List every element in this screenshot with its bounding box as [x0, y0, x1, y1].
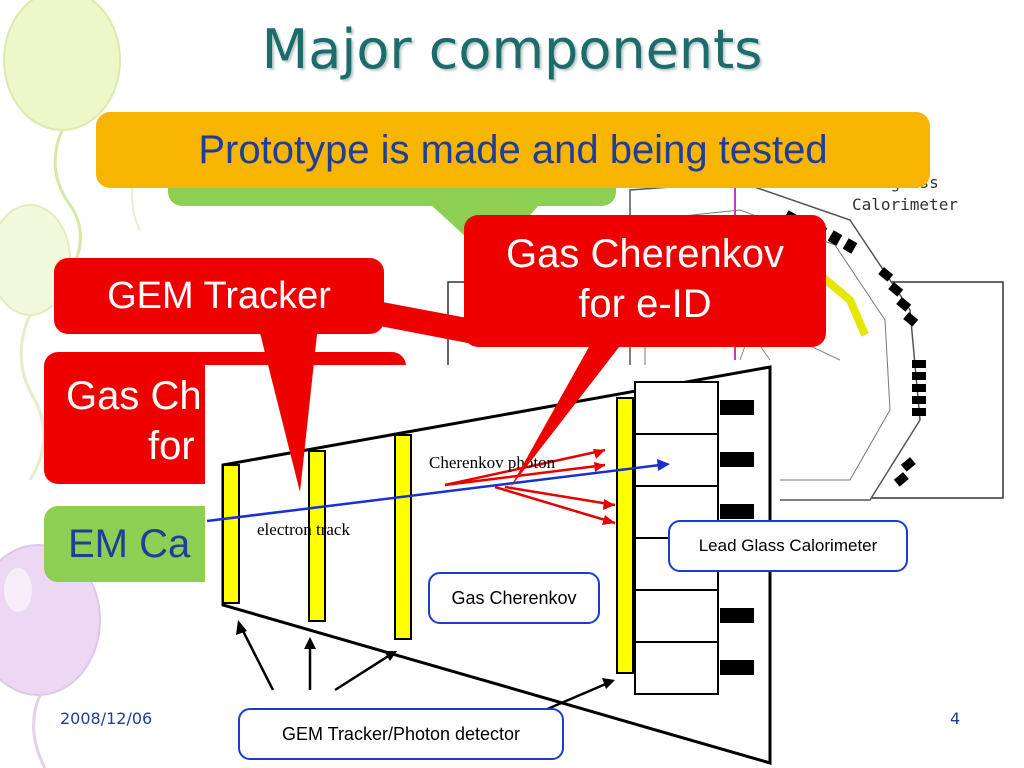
slide-page-number: 4 — [950, 709, 961, 728]
electron-track-line — [206, 463, 661, 523]
balloon-3-shine — [4, 568, 32, 612]
gem-tracker-pointer-a — [258, 325, 318, 492]
lead-glass-calorimeter-label: Lead Glass Calorimeter — [668, 520, 908, 572]
gem-plane-1 — [222, 464, 240, 604]
slide-date: 2008/12/06 — [60, 709, 153, 728]
photon-detector-plane — [616, 397, 634, 674]
gem-plane-2 — [308, 450, 326, 622]
callout-em-calorimeter-text: EM Ca — [68, 522, 191, 566]
callout-prototype: Prototype is made and being tested — [96, 112, 930, 188]
gem-plane-3 — [394, 434, 412, 640]
callout-gas-cherenkov-background-line2: for — [148, 424, 195, 468]
balloon-string-2 — [19, 314, 46, 481]
gem-tracker-pointer-b — [372, 300, 478, 345]
electron-track-label: electron track — [257, 520, 350, 539]
callout-gas-cherenkov-line1: Gas Cherenkov — [506, 232, 784, 276]
balloon-string-3 — [32, 694, 47, 768]
gem-tracker-photon-detector-label: GEM Tracker/Photon detector — [238, 708, 564, 760]
slide-title: Major components — [261, 18, 763, 81]
gas-cherenkov-label: Gas Cherenkov — [428, 572, 600, 624]
callout-gas-cherenkov-background-line1: Gas Ch — [66, 374, 202, 418]
balloons-decoration — [0, 0, 151, 768]
leadglass-label-line2: Calorimeter — [852, 195, 958, 214]
callout-gas-cherenkov-line2: for e-ID — [578, 282, 712, 326]
gas-cherenkov-pointer — [510, 320, 640, 488]
callout-gem-tracker: GEM Tracker — [54, 258, 384, 334]
callout-gas-cherenkov: Gas Cherenkov for e-ID — [464, 215, 826, 347]
